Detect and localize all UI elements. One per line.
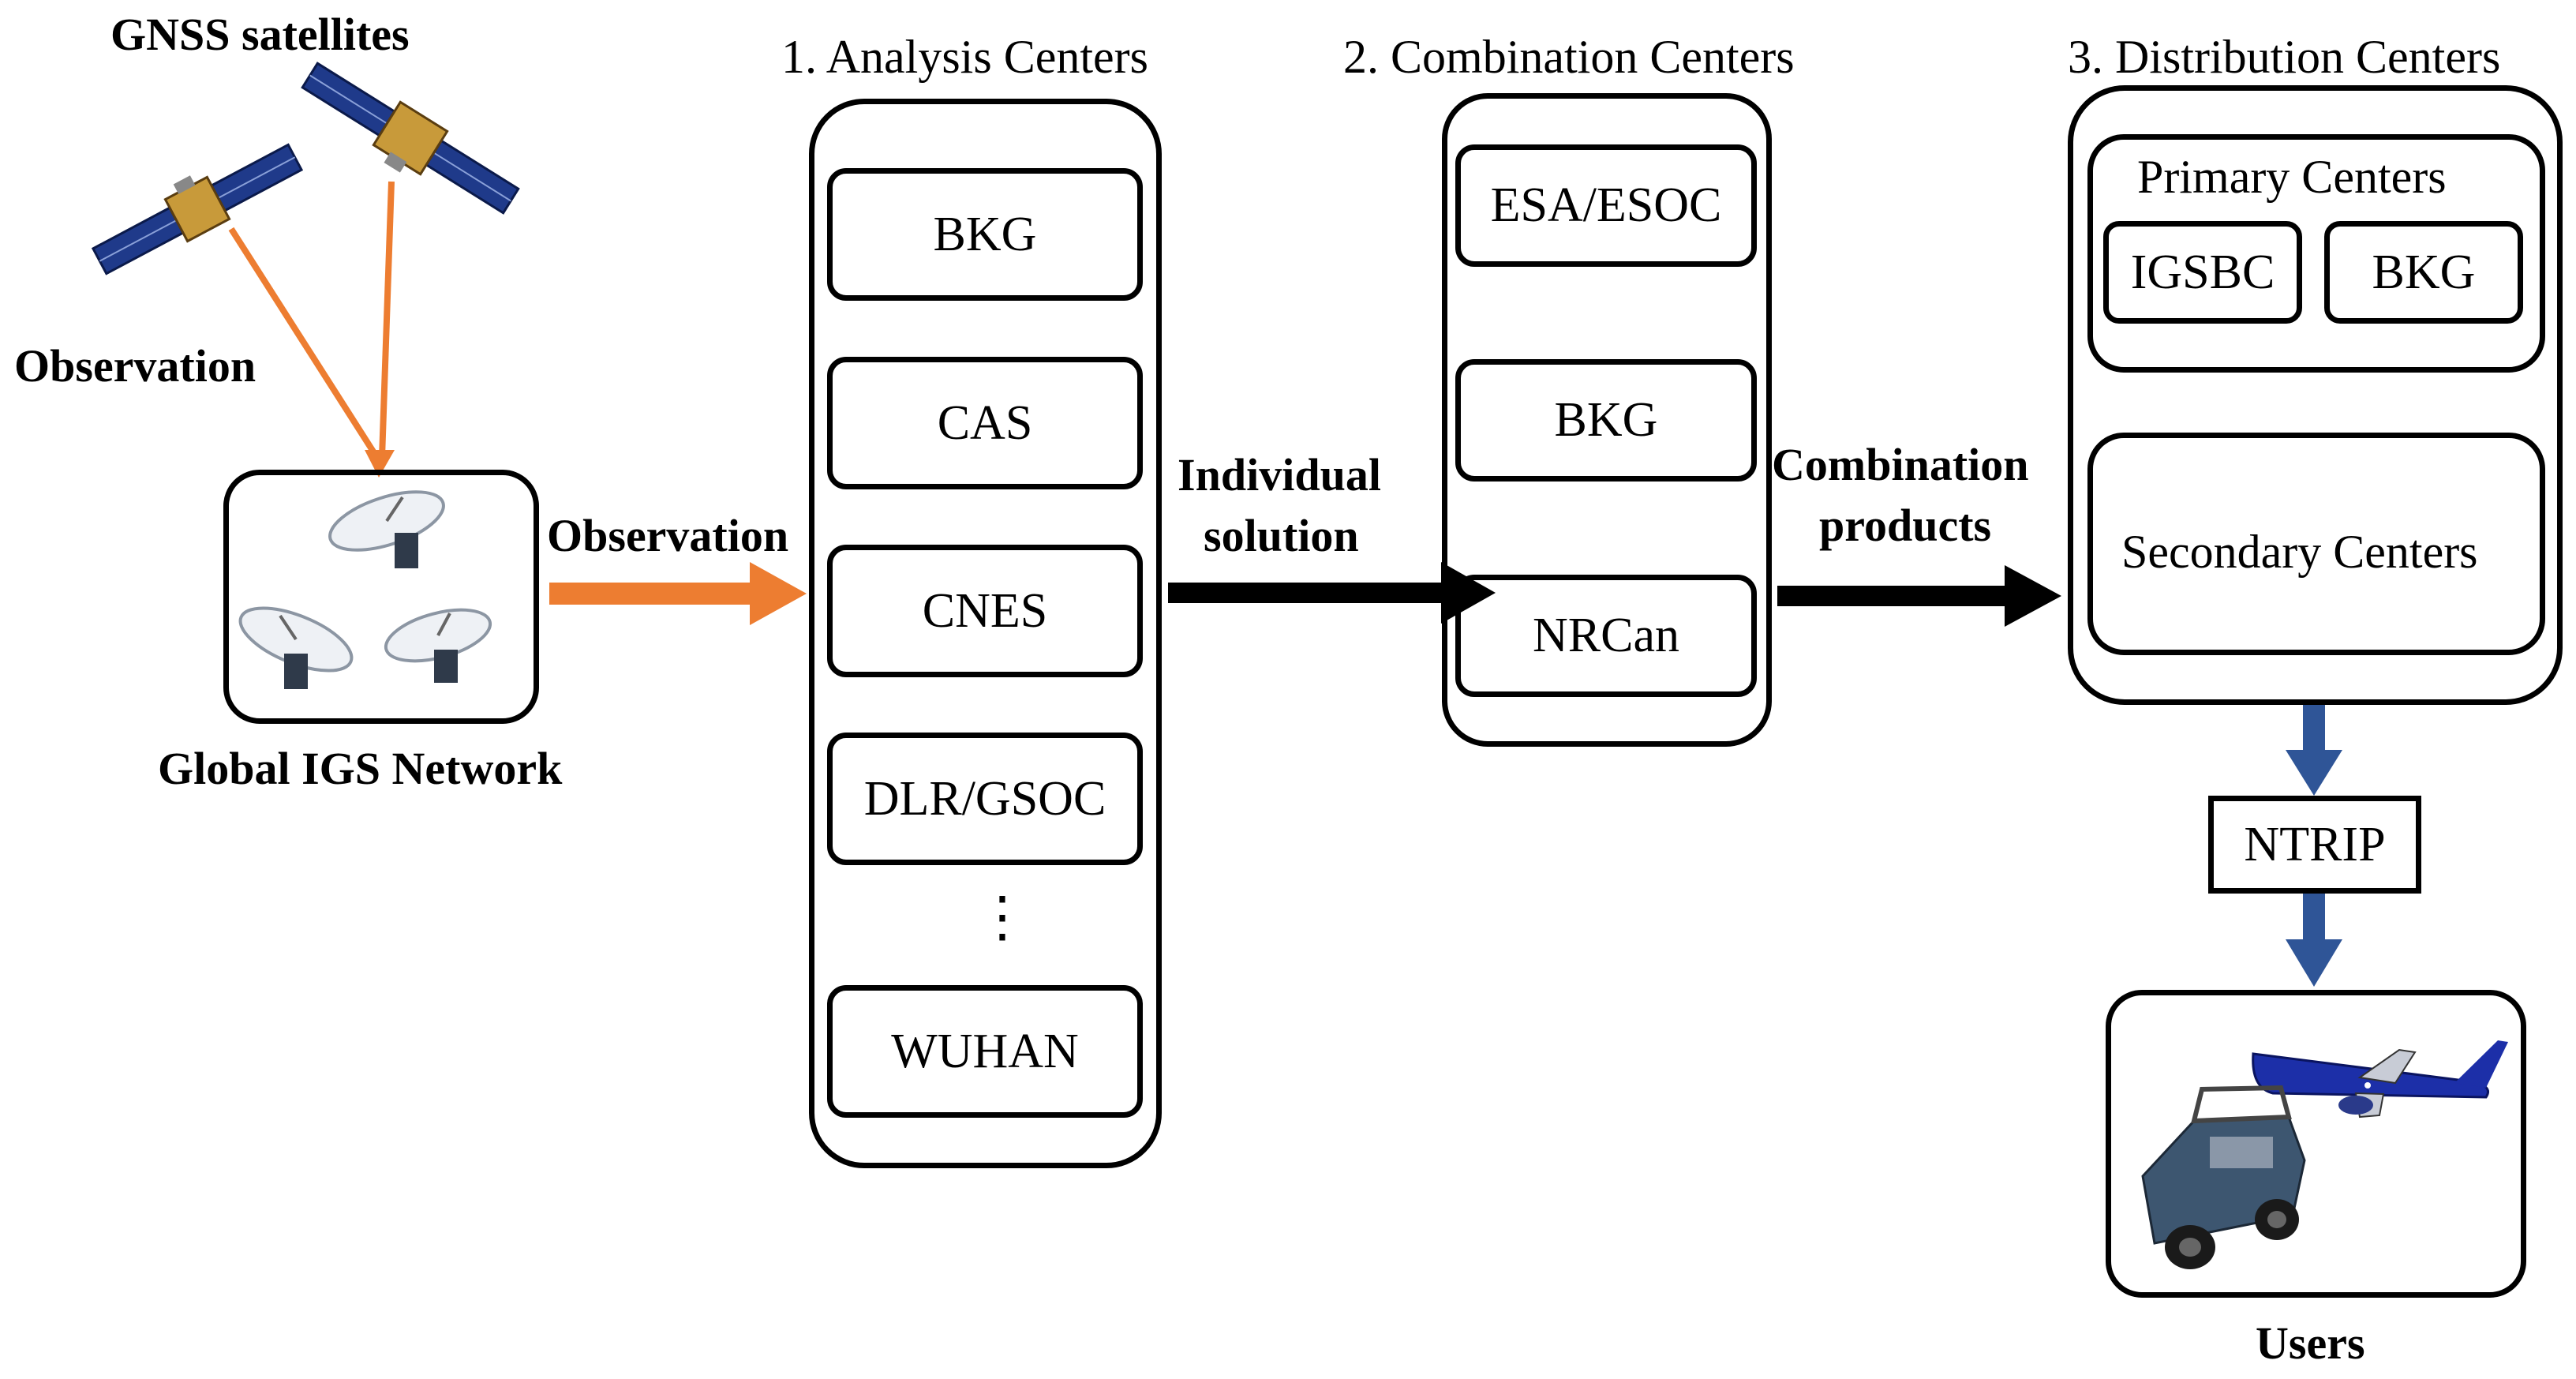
analysis-item-dlr-gsoc: DLR/GSOC xyxy=(827,733,1143,865)
users-box xyxy=(2106,990,2526,1298)
analysis-ellipsis: ⋮ xyxy=(975,887,1030,948)
analysis-item-bkg: BKG xyxy=(827,168,1143,301)
secondary-centers-title: Secondary Centers xyxy=(2121,526,2478,578)
combination-column xyxy=(1442,93,1772,747)
combination-products-line1: Combination xyxy=(1772,439,2029,490)
igs-network-box xyxy=(223,470,539,724)
individual-solution-line2: solution xyxy=(1204,510,1359,561)
users-label: Users xyxy=(2256,1317,2365,1369)
combination-products-line2: products xyxy=(1819,500,1992,551)
combination-item-esa-esoc: ESA/ESOC xyxy=(1455,144,1757,267)
primary-item-igsbc: IGSBC xyxy=(2103,221,2302,324)
observation-left-label: Observation xyxy=(14,340,256,392)
distribution-column xyxy=(2068,85,2563,705)
combination-item-nrcan: NRCan xyxy=(1455,575,1757,697)
analysis-title: 1. Analysis Centers xyxy=(781,31,1148,83)
individual-solution-line1: Individual xyxy=(1178,449,1381,500)
combination-item-bkg: BKG xyxy=(1455,359,1757,482)
distribution-title: 3. Distribution Centers xyxy=(2068,31,2501,83)
analysis-column xyxy=(809,99,1162,1168)
primary-item-bkg: BKG xyxy=(2324,221,2523,324)
secondary-centers-box xyxy=(2087,433,2545,655)
analysis-item-cas: CAS xyxy=(827,357,1143,489)
analysis-item-wuhan: WUHAN xyxy=(827,985,1143,1118)
primary-centers-box xyxy=(2087,134,2545,373)
satellites-label: GNSS satellites xyxy=(110,9,410,60)
network-label: Global IGS Network xyxy=(158,743,563,794)
observation-arrow-label: Observation xyxy=(547,510,789,561)
ntrip-box: NTRIP xyxy=(2208,796,2421,894)
primary-centers-title: Primary Centers xyxy=(2137,151,2447,203)
combination-title: 2. Combination Centers xyxy=(1343,31,1795,83)
analysis-item-cnes: CNES xyxy=(827,545,1143,677)
